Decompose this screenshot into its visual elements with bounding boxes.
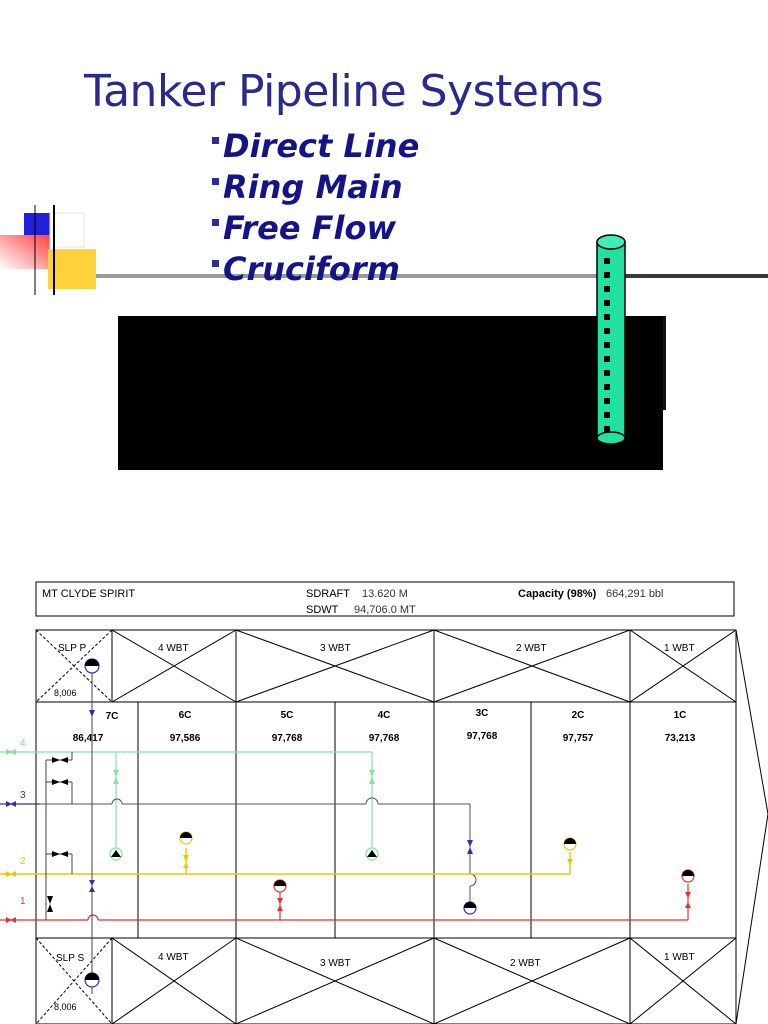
cargo-tank-label: 5C: [281, 710, 294, 721]
cargo-tank-value: 97,768: [467, 731, 498, 742]
tank-value: 8,006: [54, 688, 77, 698]
cargo-tank-value: 97,757: [563, 733, 594, 744]
tank-label: 3 WBT: [320, 643, 351, 654]
bullet-item: Free Flow: [212, 208, 419, 249]
title-underline: [96, 274, 768, 278]
tank-value: 8,006: [54, 1002, 77, 1012]
pipeline-diagram: MT CLYDE SPIRIT SDRAFT 13.620 M SDWT 94,…: [0, 581, 768, 1024]
sdraft-label: SDRAFT: [306, 588, 350, 600]
tank-label: 2 WBT: [516, 643, 547, 654]
title-underline-dark: [620, 274, 768, 278]
bullet-square-icon: [212, 178, 219, 185]
bullet-item: Direct Line: [212, 126, 419, 167]
cargo-tank-label: 7C: [106, 711, 119, 722]
tank-label: 4 WBT: [158, 643, 189, 654]
capacity-value: 664,291 bbl: [606, 588, 664, 600]
ship-name: MT CLYDE SPIRIT: [42, 588, 135, 600]
tank-label: 3 WBT: [320, 958, 351, 969]
tank-label: 4 WBT: [158, 952, 189, 963]
bullet-square-icon: [212, 137, 219, 144]
line-number: 4: [20, 738, 26, 749]
slide-title: Tanker Pipeline Systems: [84, 66, 604, 117]
tank-label: 1 WBT: [664, 643, 695, 654]
tank-label: SLP P: [58, 643, 86, 654]
cargo-tank-label: 4C: [378, 710, 391, 721]
line-number: 1: [20, 896, 26, 907]
corner-decoration: [0, 205, 96, 295]
capacity-label: Capacity (98%): [518, 588, 597, 600]
tank-label: 2 WBT: [510, 958, 541, 969]
tank-label: 1 WBT: [664, 952, 695, 963]
cargo-tank-label: 1C: [674, 710, 687, 721]
cargo-tank-value: 97,586: [170, 733, 201, 744]
standpipe-illustration: [596, 234, 626, 445]
cargo-tank-value: 86,417: [73, 733, 104, 744]
cargo-tank-label: 6C: [179, 710, 192, 721]
line-number: 3: [20, 790, 26, 801]
sdwt-label: SDWT: [306, 604, 339, 616]
bullet-item: Cruciform: [212, 249, 419, 290]
cargo-tank-label: 2C: [572, 710, 585, 721]
cargo-tank-value: 73,213: [665, 733, 696, 744]
bullet-square-icon: [212, 219, 219, 226]
bullet-square-icon: [212, 260, 219, 267]
cargo-tank-value: 97,768: [369, 733, 400, 744]
cargo-tank-value: 97,768: [272, 733, 303, 744]
bullet-list: Direct Line Ring Main Free Flow Crucifor…: [212, 126, 419, 290]
line-number: 2: [20, 856, 26, 867]
sdwt-value: 94,706.0 MT: [354, 604, 416, 616]
sdraft-value: 13.620 M: [362, 588, 408, 600]
diagram-header-box: [35, 581, 735, 617]
bullet-item: Ring Main: [212, 167, 419, 208]
tank-block: [118, 316, 663, 470]
cargo-tank-label: 3C: [476, 708, 489, 719]
tank-label: SLP S: [56, 953, 84, 964]
